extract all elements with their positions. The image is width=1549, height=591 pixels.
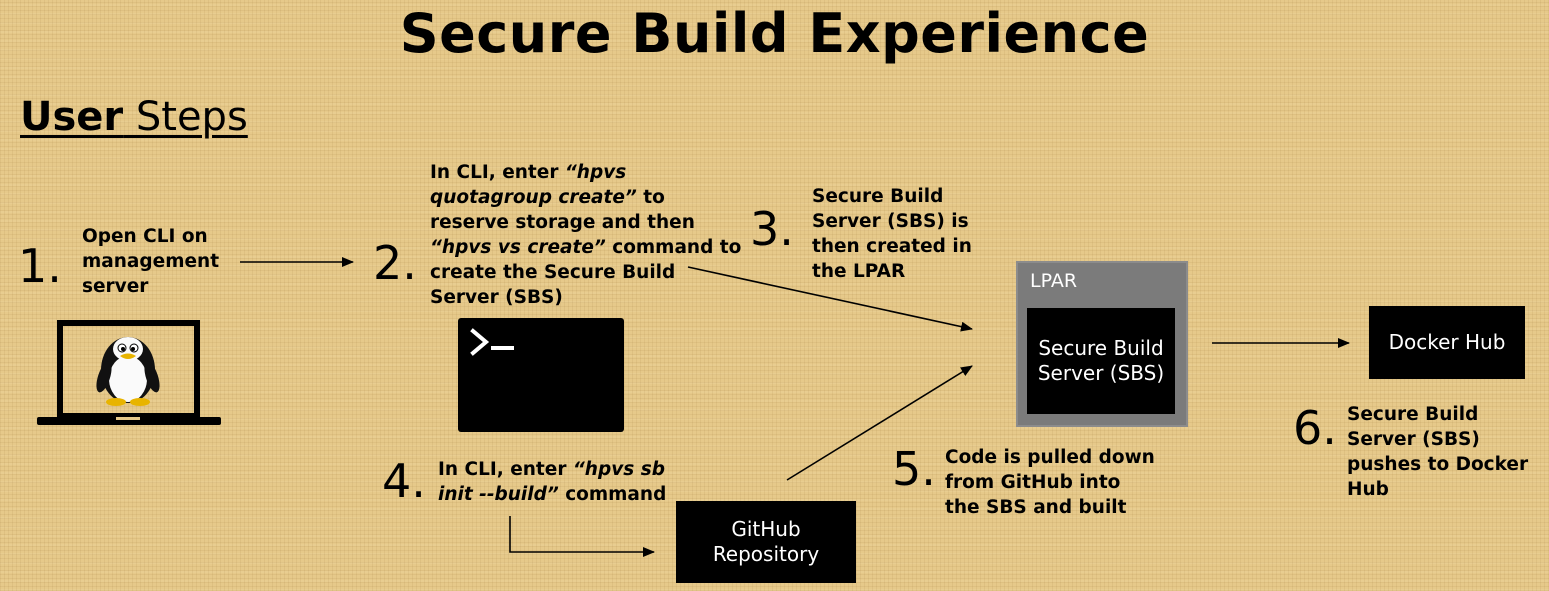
step-1-text: Open CLI on management server <box>82 226 220 297</box>
step-3-number: 3. <box>750 202 794 256</box>
section-heading: User Steps <box>20 94 248 140</box>
lpar-container: LPAR Secure Build Server (SBS) <box>1016 261 1188 427</box>
step-2-command-quotagroup: “hpvs quotagroup create” <box>430 162 637 208</box>
step-5-text: Code is pulled down from GitHub into the… <box>945 447 1155 518</box>
step-2-post: command to create the Secure Build Serve… <box>430 237 742 308</box>
section-heading-rest: Steps <box>123 94 248 140</box>
step-2-text: In CLI, enter “hpvs quotagroup create” t… <box>430 160 748 310</box>
lpar-label: LPAR <box>1030 270 1078 292</box>
step-2-pre: In CLI, enter <box>430 162 565 183</box>
step-4-pre: In CLI, enter <box>438 459 573 480</box>
step-3-text: Secure Build Server (SBS) is then create… <box>812 186 972 282</box>
terminal-prompt-icon <box>458 318 624 432</box>
terminal-prompt-glyph <box>470 328 514 356</box>
step-1-number: 1. <box>18 239 62 293</box>
step-2-command-vs-create: “hpvs vs create” <box>430 237 606 258</box>
step-6-text: Secure Build Server (SBS) pushes to Dock… <box>1347 404 1529 500</box>
step-4-command: “hpvs sb init --build” <box>438 459 665 505</box>
step-5-number: 5. <box>892 442 936 496</box>
sbs-node: Secure Build Server (SBS) <box>1027 308 1175 414</box>
step-4-post: command <box>558 484 667 505</box>
arrow-step4-to-github <box>509 516 655 557</box>
step-6-number: 6. <box>1293 401 1337 455</box>
laptop-with-linux-penguin-icon <box>37 320 221 425</box>
arrow-cli-to-lpar <box>687 266 973 332</box>
step-2-number: 2. <box>373 236 417 290</box>
github-repository-node: GitHub Repository <box>676 501 856 583</box>
section-heading-bold: User <box>20 94 124 140</box>
docker-hub-node: Docker Hub <box>1369 306 1525 379</box>
diagram-title: Secure Build Experience <box>399 2 1150 65</box>
step-4-text: In CLI, enter “hpvs sb init --build” com… <box>438 457 668 507</box>
arrow-github-to-lpar <box>786 365 973 481</box>
step-4-number: 4. <box>382 454 426 508</box>
step-2-mid: to reserve storage and then <box>430 187 695 233</box>
